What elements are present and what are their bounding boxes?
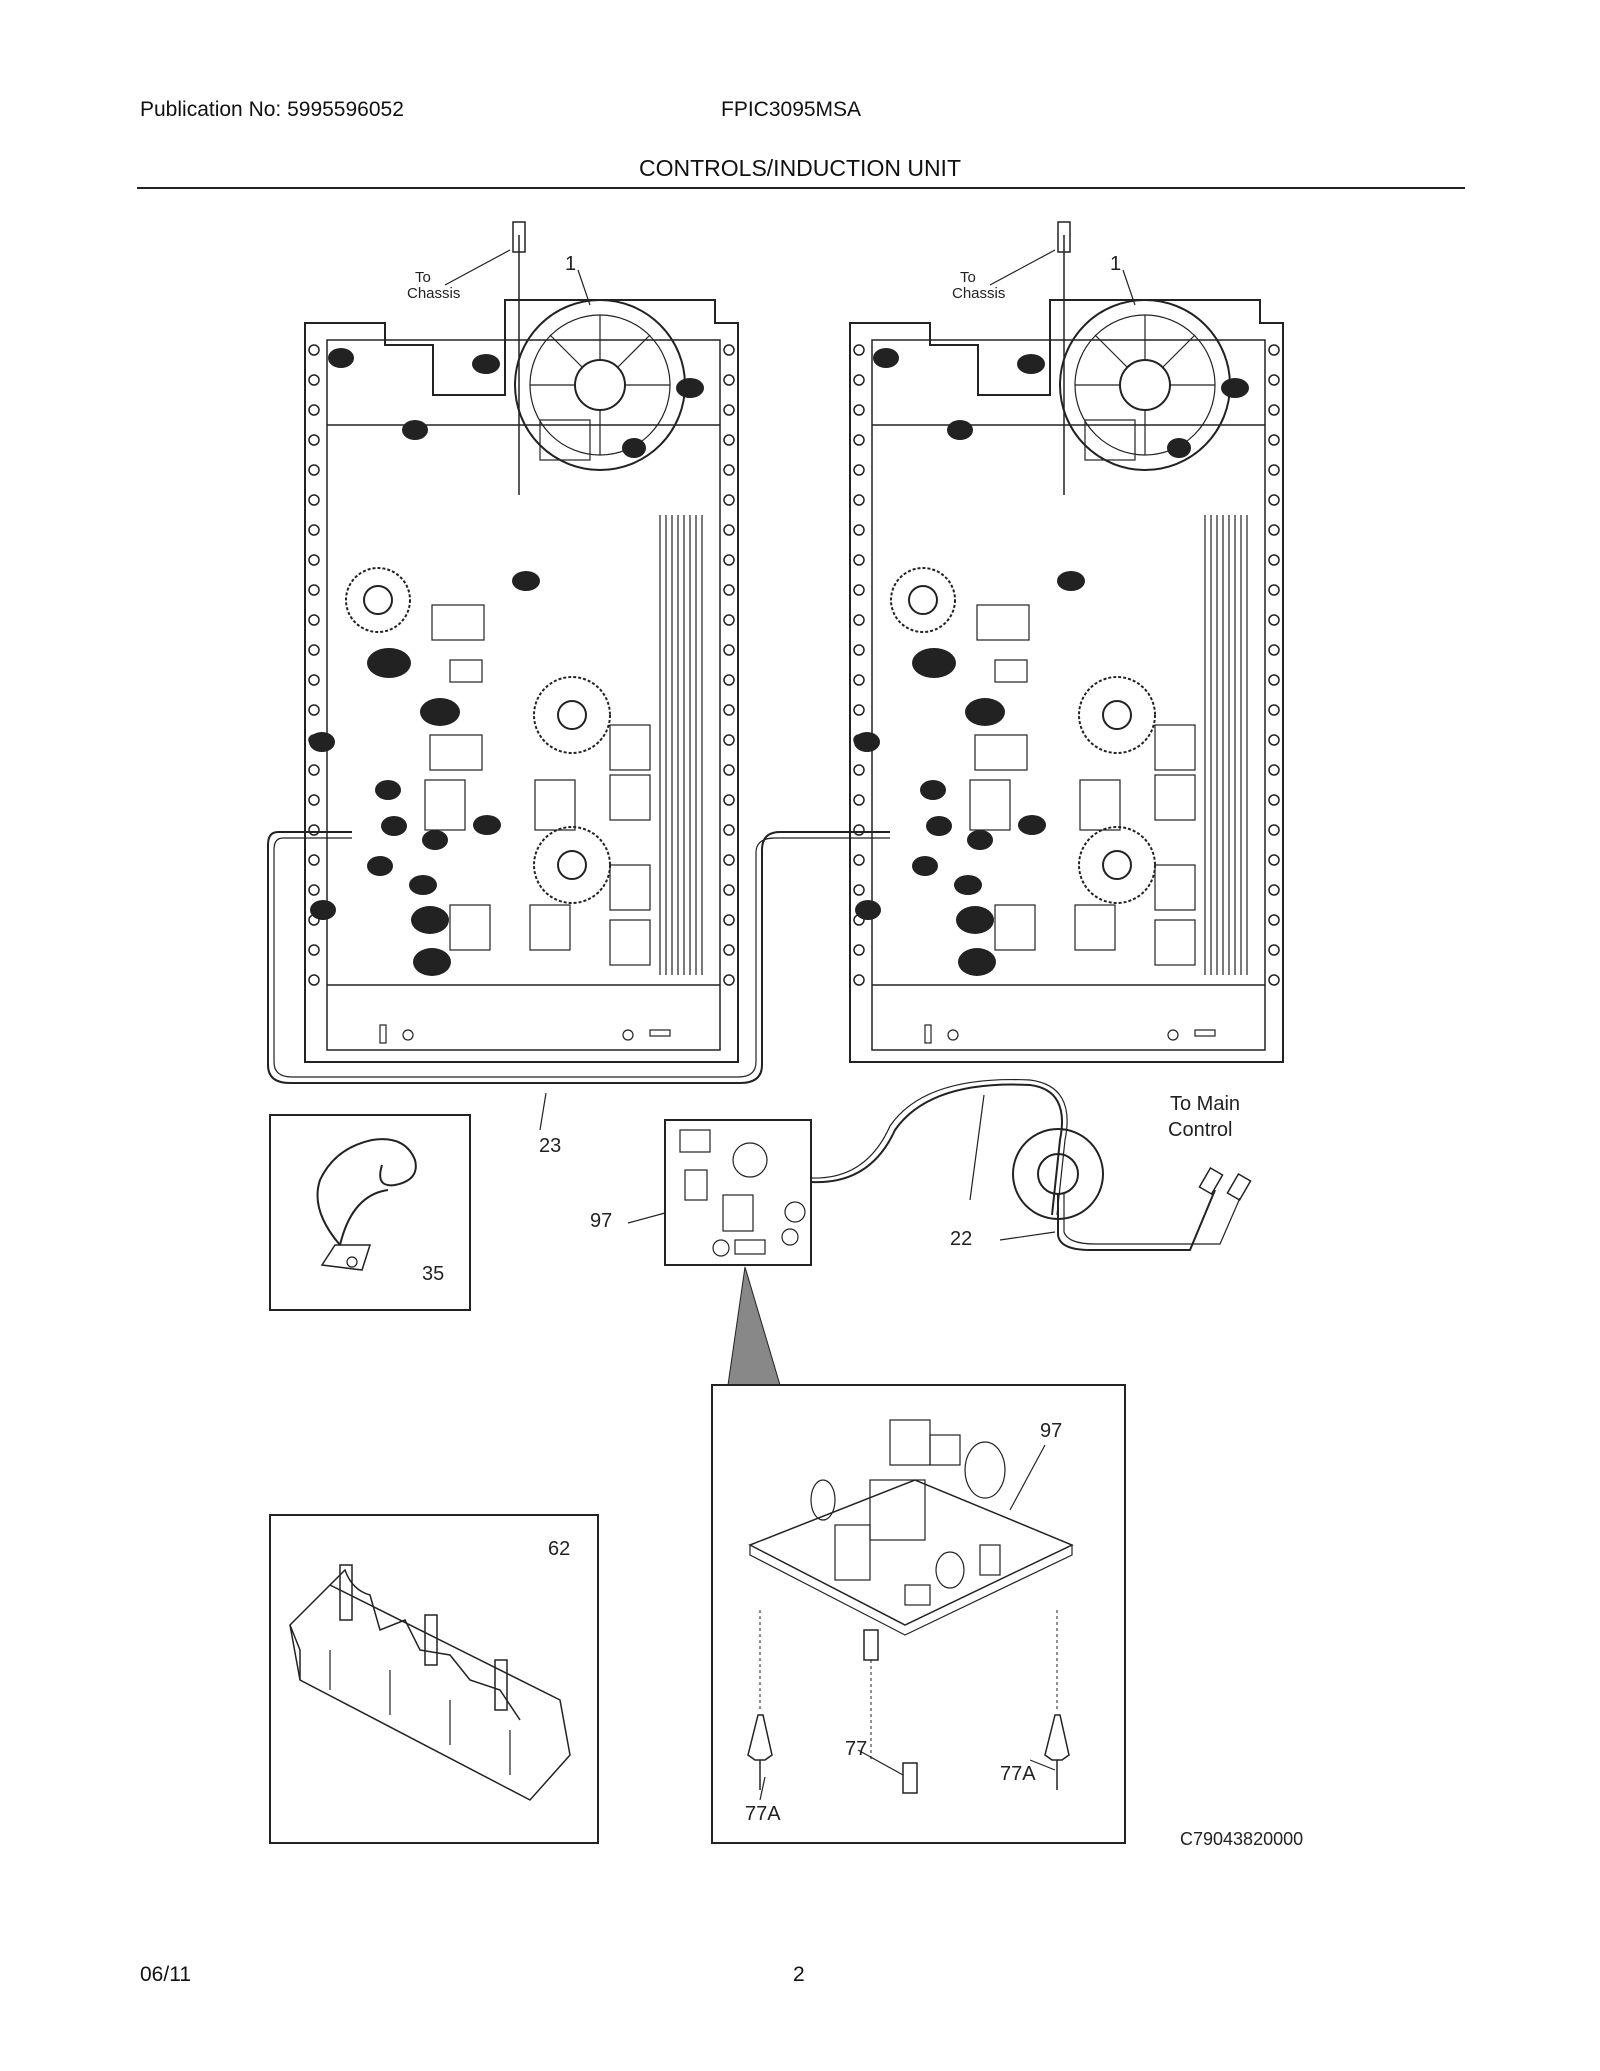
part-number-23: 23 <box>539 1135 561 1157</box>
publication-number: Publication No: 5995596052 <box>140 98 404 121</box>
induction-unit-left <box>304 221 739 1063</box>
to-chassis-label-1: To <box>415 269 431 286</box>
part-number-77: 77 <box>845 1738 867 1760</box>
part-number-1-left: 1 <box>565 253 576 275</box>
to-chassis-label-2-right: Chassis <box>952 285 1005 302</box>
control-board-97 <box>627 1119 812 1386</box>
holder-62-box <box>269 1514 599 1844</box>
model-number: FPIC3095MSA <box>721 98 862 121</box>
clip-35-box <box>269 1114 471 1311</box>
part-number-62: 62 <box>548 1538 570 1560</box>
to-chassis-label-2: Chassis <box>407 285 460 302</box>
to-main-control-label-1: To Main <box>1170 1093 1240 1115</box>
induction-unit-right <box>849 221 1284 1063</box>
page-title: CONTROLS/INDUCTION UNIT <box>639 155 961 181</box>
footer-date: 06/11 <box>140 1963 191 1986</box>
part-number-97-detail: 97 <box>1040 1420 1062 1442</box>
part-number-97: 97 <box>590 1210 612 1232</box>
footer-page-number: 2 <box>793 1963 805 1986</box>
part-number-22: 22 <box>950 1228 972 1250</box>
harness-23 <box>267 831 890 1131</box>
title-divider <box>137 187 1465 189</box>
harness-22 <box>810 1078 1252 1251</box>
control-board-97-detail <box>711 1384 1126 1844</box>
part-number-77a-left: 77A <box>745 1803 781 1825</box>
part-number-35: 35 <box>422 1263 444 1285</box>
part-number-1-right: 1 <box>1110 253 1121 275</box>
drawing-code: C79043820000 <box>1180 1829 1303 1849</box>
to-main-control-label-2: Control <box>1168 1119 1232 1141</box>
part-number-77a-right: 77A <box>1000 1763 1036 1785</box>
to-chassis-label-1-right: To <box>960 269 976 286</box>
